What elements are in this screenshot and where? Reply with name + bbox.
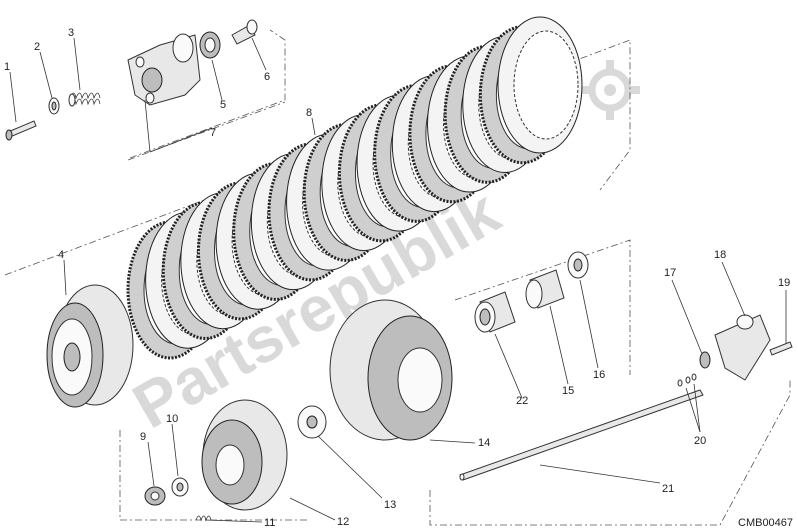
callout-19: 19 bbox=[778, 277, 790, 289]
nut-part bbox=[144, 486, 166, 506]
leader-lines bbox=[9, 37, 787, 523]
pressure-cap-part bbox=[127, 33, 201, 106]
watermark-gear-icon bbox=[580, 60, 640, 120]
callout-5: 5 bbox=[220, 99, 226, 111]
washer-part bbox=[48, 97, 60, 115]
o-ring-parts bbox=[677, 373, 697, 387]
callout-20: 20 bbox=[694, 435, 706, 447]
callout-9: 9 bbox=[140, 431, 146, 443]
callout-14: 14 bbox=[478, 437, 490, 449]
callout-22: 22 bbox=[516, 395, 528, 407]
bearing-part bbox=[199, 31, 221, 59]
callout-17: 17 bbox=[664, 267, 676, 279]
cylinder-bolt-part bbox=[769, 341, 793, 356]
callout-6: 6 bbox=[264, 71, 270, 83]
bushing-part bbox=[525, 269, 565, 309]
clutch-disc-pack bbox=[126, 16, 583, 360]
callout-11: 11 bbox=[264, 517, 275, 529]
spacer-ring-part bbox=[567, 251, 589, 279]
callout-8: 8 bbox=[306, 107, 312, 119]
callout-4: 4 bbox=[58, 249, 64, 261]
group-box-shaft bbox=[429, 380, 791, 526]
callout-3: 3 bbox=[68, 27, 74, 39]
callout-10: 10 bbox=[166, 413, 178, 425]
outer-basket-part bbox=[329, 299, 453, 441]
clutch-drum-part bbox=[46, 284, 134, 408]
pin-part bbox=[231, 19, 258, 45]
callout-7: 7 bbox=[210, 127, 216, 139]
callout-15: 15 bbox=[562, 385, 574, 397]
actuator-piston-part bbox=[699, 351, 711, 369]
callout-18: 18 bbox=[714, 249, 726, 261]
group-line-top bbox=[127, 101, 286, 161]
callout-labels: 1 2 3 4 5 6 7 8 9 10 11 12 13 14 15 16 1… bbox=[4, 27, 790, 529]
push-rod-part bbox=[459, 389, 704, 481]
spring-part bbox=[68, 92, 101, 107]
group-box-lower bbox=[119, 430, 310, 521]
disc-inner-bore bbox=[513, 30, 579, 140]
needle-bearing-part bbox=[474, 291, 516, 333]
lock-washer-part bbox=[171, 477, 189, 497]
callout-21: 21 bbox=[662, 483, 674, 495]
small-spring-part bbox=[195, 515, 212, 522]
group-box-bearings bbox=[454, 239, 631, 375]
slave-cylinder-part bbox=[714, 314, 771, 381]
callout-13: 13 bbox=[384, 499, 396, 511]
bolt-part bbox=[5, 120, 37, 141]
thrust-washer-part bbox=[297, 405, 327, 439]
callout-16: 16 bbox=[593, 369, 605, 381]
callout-1: 1 bbox=[4, 61, 10, 73]
callout-12: 12 bbox=[337, 516, 349, 528]
clutch-hub-part bbox=[201, 399, 288, 511]
callout-2: 2 bbox=[34, 41, 40, 53]
group-box-top bbox=[129, 29, 286, 159]
diagram-code: CMB00467 bbox=[738, 517, 793, 529]
